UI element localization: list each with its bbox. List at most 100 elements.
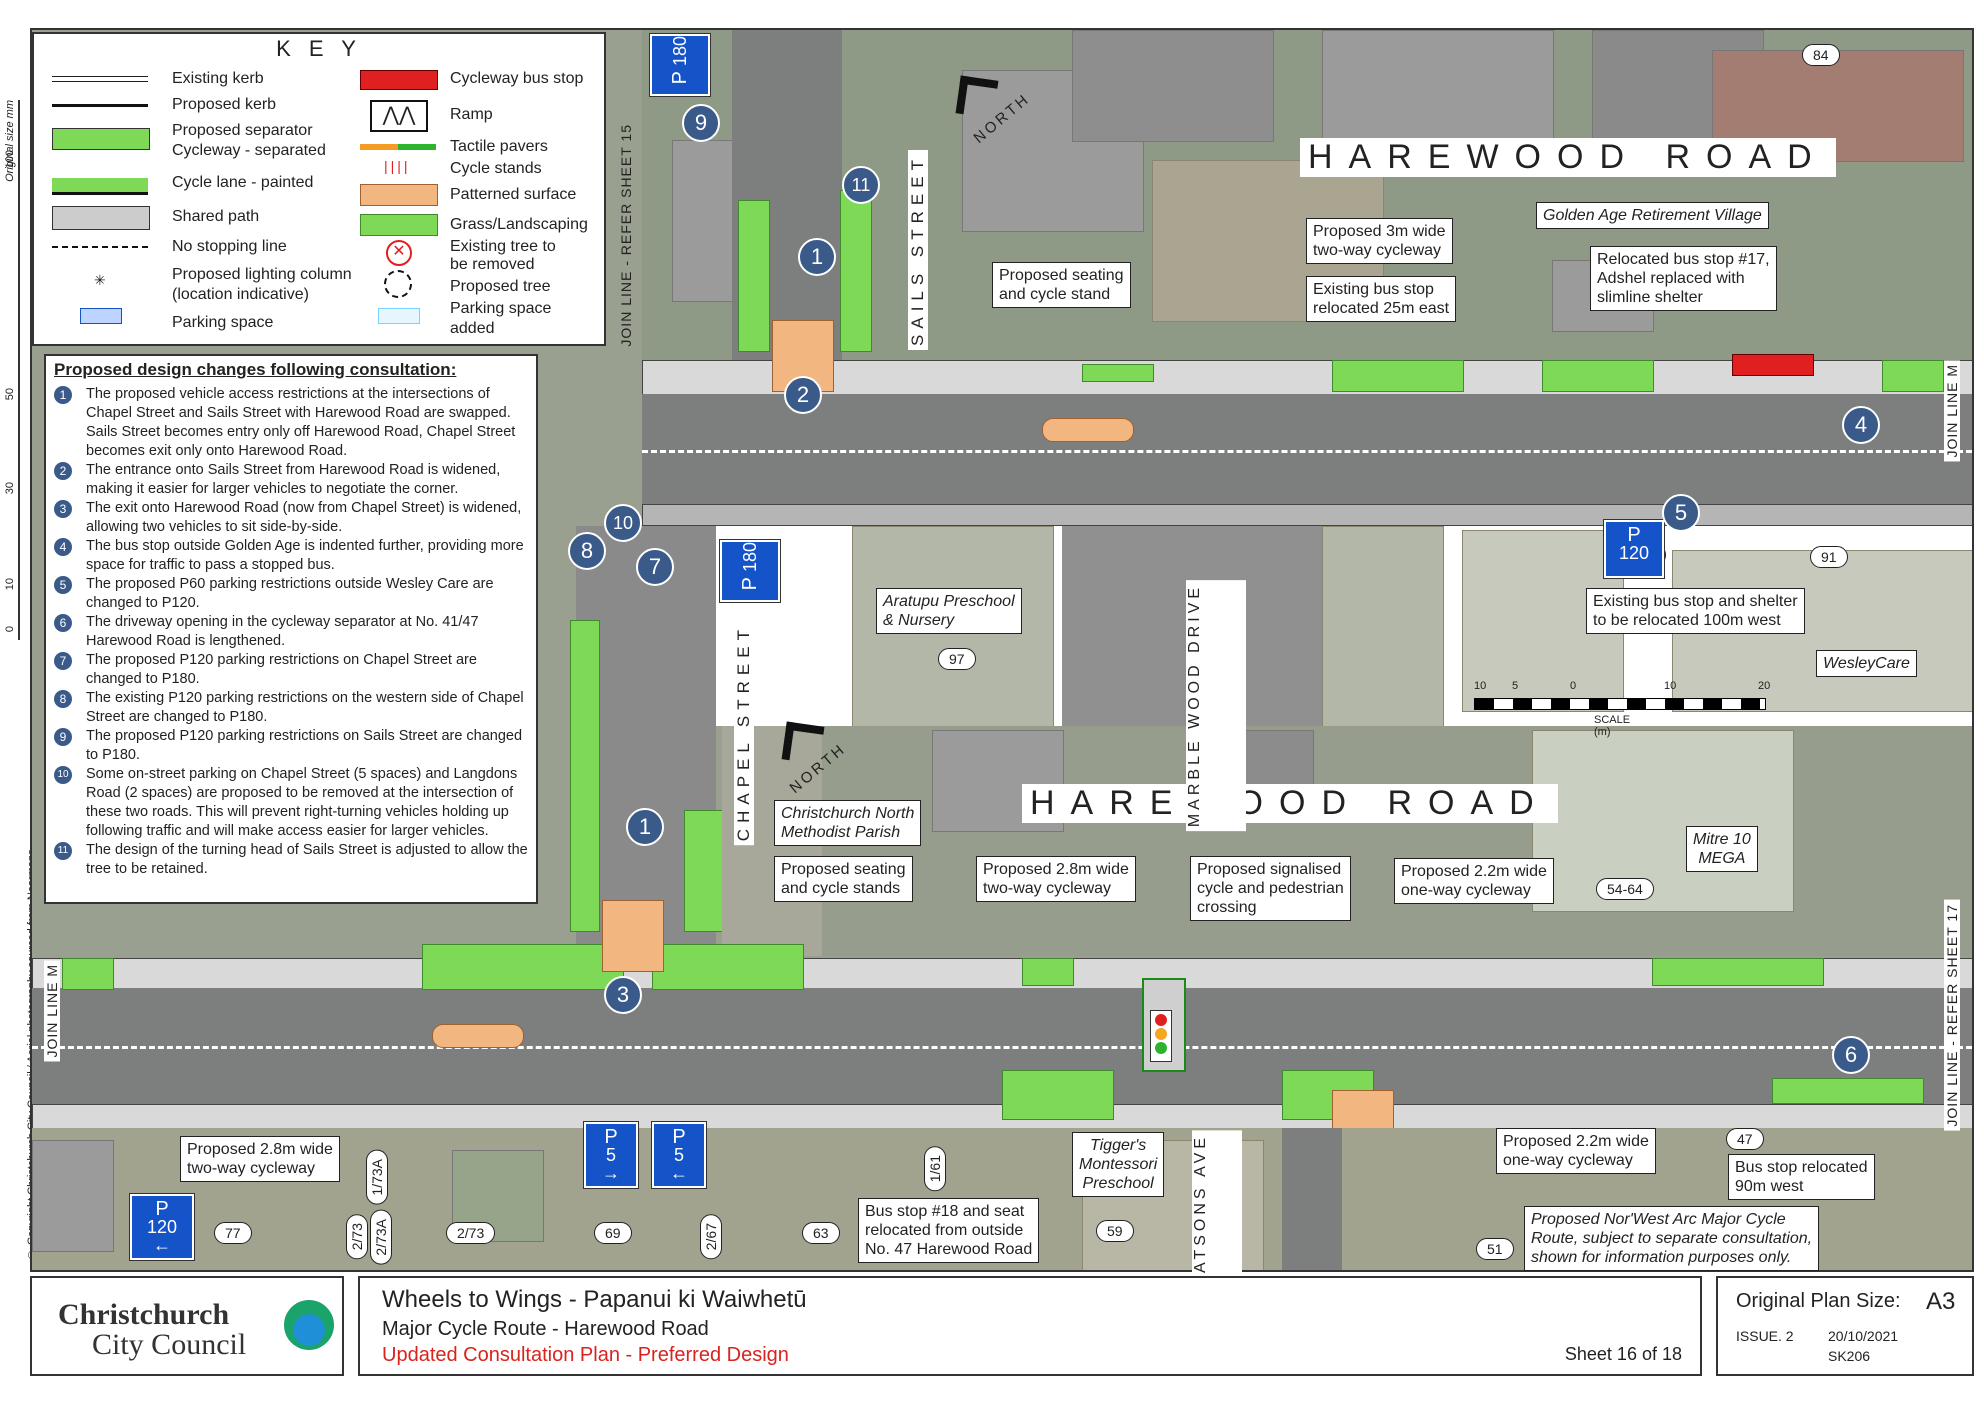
note-text: The proposed P60 parking restrictions ou…: [86, 576, 494, 611]
change-marker-8: 8: [568, 532, 606, 570]
legend-item: Tactile pavers: [450, 138, 548, 155]
street-name-bottom: HAREWOOD ROAD: [1022, 784, 1558, 823]
join-line-left-bottom: JOIN LINE M: [44, 960, 60, 1062]
callout-tiggers: Tigger's Montessori Preschool: [1072, 1132, 1165, 1197]
note-text: The driveway opening in the cycleway sep…: [86, 614, 479, 649]
parking-added-icon: [378, 308, 420, 324]
ruler-tick: 50: [4, 388, 16, 401]
lot-number: 97: [938, 648, 976, 670]
change-marker-11: 11: [842, 166, 880, 204]
cycleway-bus-stop-icon: [360, 70, 438, 90]
north-arrow-icon: [781, 721, 825, 765]
scale-tick: 5: [1512, 680, 1519, 692]
note-text: The design of the turning head of Sails …: [86, 842, 528, 877]
change-marker-7: 7: [636, 548, 674, 586]
scale-tick: 20: [1758, 680, 1771, 692]
note-item: 3 The exit onto Harewood Road (now from C…: [46, 499, 536, 537]
lot-number: 59: [1096, 1220, 1134, 1242]
legend-title: K E Y: [276, 36, 362, 61]
ruler-tick: 0: [4, 626, 16, 633]
note-text: The exit onto Harewood Road (now from Ch…: [86, 500, 522, 535]
legend-item: Existing tree to: [450, 238, 556, 255]
callout-signalised: Proposed signalised cycle and pedestrian…: [1190, 856, 1351, 921]
callout-bus-25m: Existing bus stop relocated 25m east: [1306, 276, 1457, 322]
plan-info-box: Original Plan Size: A3 ISSUE. 2 20/10/20…: [1716, 1276, 1974, 1376]
ruler-label: Original size mm: [4, 100, 16, 182]
callout-cycleway-3m: Proposed 3m wide two-way cycleway: [1306, 218, 1453, 264]
legend-item: Cycleway - separated: [172, 142, 326, 159]
parking-sign-p180-sails: P 180: [650, 34, 710, 96]
parking-sign-value: 120: [146, 1217, 178, 1237]
note-number: 3: [54, 500, 72, 518]
lot-number: 77: [214, 1222, 252, 1244]
callout-bus18: Bus stop #18 and seat relocated from out…: [858, 1198, 1040, 1263]
callout-cycleway-28-mid: Proposed 2.8m wide two-way cycleway: [976, 856, 1136, 902]
legend-item: Cycle stands: [450, 160, 542, 177]
note-number: 7: [54, 652, 72, 670]
ramp-icon: ⋀⋀: [370, 100, 428, 132]
council-name-2: City Council: [92, 1328, 247, 1361]
parking-sign-value: 180: [740, 542, 760, 573]
lot-number: 69: [594, 1222, 632, 1244]
sails-street-label: SAILS STREET: [908, 150, 928, 350]
legend-item: Proposed kerb: [172, 96, 277, 113]
cycle-stands-icon: ||||: [384, 158, 411, 174]
legend-item: Parking space: [172, 314, 274, 331]
lot-number: 2/73A: [370, 1210, 392, 1265]
callout-oneway-22-top: Proposed 2.2m wide one-way cycleway: [1394, 858, 1554, 904]
parking-sign-letter: P: [155, 1198, 169, 1220]
cycle-lane-icon: [52, 178, 148, 195]
project-box: Wheels to Wings - Papanui ki Waiwhetū Ma…: [358, 1276, 1702, 1376]
patterned-surface: [432, 1024, 524, 1048]
note-number: 9: [54, 728, 72, 746]
marblewood-label: MARBLE WOOD DRIVE: [1186, 580, 1246, 832]
note-item: 9 The proposed P120 parking restrictions …: [46, 727, 536, 765]
callout-seating-top: Proposed seating and cycle stand: [992, 262, 1131, 308]
change-marker-9: 9: [682, 104, 720, 142]
join-line-right-bottom: JOIN LINE - REFER SHEET 17: [1944, 900, 1960, 1131]
callout-aratupu: Aratupu Preschool & Nursery: [876, 588, 1022, 634]
legend-item: Shared path: [172, 208, 260, 225]
change-marker-1: 1: [798, 238, 836, 276]
note-text: The proposed P120 parking restrictions o…: [86, 652, 477, 687]
legend-item: be removed: [450, 256, 535, 273]
traffic-signal-icon: [1150, 1010, 1172, 1062]
note-text: The bus stop outside Golden Age is inden…: [86, 538, 524, 573]
note-text: The proposed P120 parking restrictions o…: [86, 728, 523, 763]
note-text: The entrance onto Sails Street from Hare…: [86, 462, 501, 497]
callout-cycleway-28-left: Proposed 2.8m wide two-way cycleway: [180, 1136, 340, 1182]
matsons-label: MATSONS AVE: [1192, 1130, 1242, 1295]
parking-sign-value: 180: [670, 36, 690, 67]
patterned-surface-icon: [360, 184, 438, 206]
design-changes-panel: Proposed design changes following consul…: [44, 354, 538, 904]
scale-tick: 10: [1474, 680, 1487, 692]
lot-number: 47: [1726, 1128, 1764, 1150]
callout-norwest: Proposed Nor'West Arc Major Cycle Route,…: [1524, 1206, 1820, 1271]
parking-sign-letter: P: [739, 577, 761, 591]
bus-stop-17: [1732, 354, 1814, 376]
chapel-street-label: CHAPEL STREET: [734, 620, 754, 846]
legend-item: (location indicative): [172, 286, 309, 303]
legend-item: Proposed tree: [450, 278, 551, 295]
legend-item: Existing kerb: [172, 70, 264, 87]
title-block: Christchurch City Council Wheels to Wing…: [30, 1276, 1974, 1376]
note-number: 5: [54, 576, 72, 594]
legend-item: Patterned surface: [450, 186, 577, 203]
notes-heading: Proposed design changes following consul…: [54, 360, 457, 379]
ruler-tick: 30: [4, 482, 16, 495]
legend-item: Cycle lane - painted: [172, 174, 314, 191]
legend-item: Proposed separator: [172, 122, 313, 139]
parking-sign-value: 120: [1618, 543, 1650, 563]
sheet-number: Sheet 16 of 18: [1564, 1344, 1682, 1364]
parking-space-icon: [80, 308, 122, 324]
change-marker-5: 5: [1662, 494, 1700, 532]
legend-item: No stopping line: [172, 238, 287, 255]
tactile-pavers-icon: [360, 144, 436, 150]
scale-tick: 0: [1570, 680, 1577, 692]
